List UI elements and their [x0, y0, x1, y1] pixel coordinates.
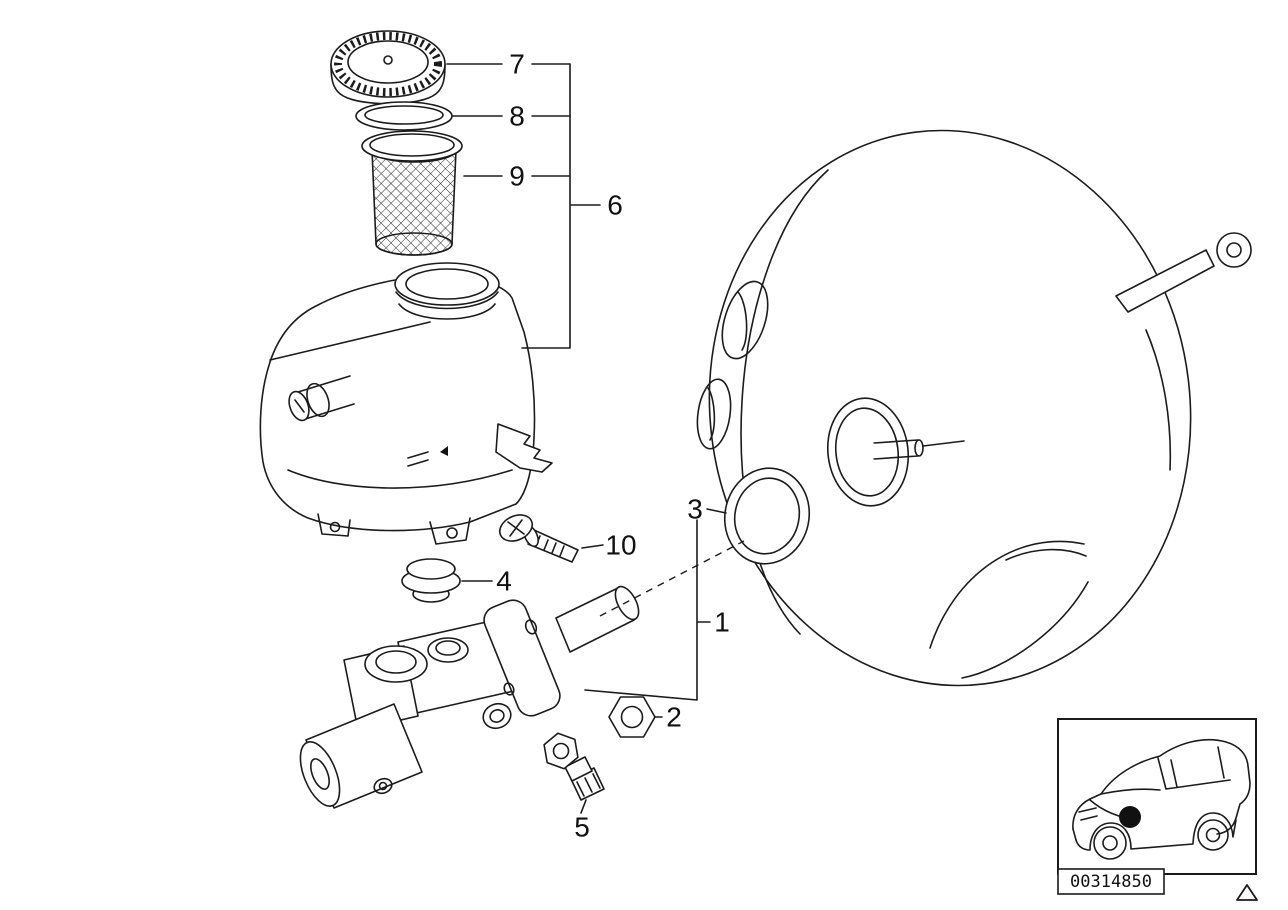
callout-1: 1 — [714, 607, 730, 638]
screw-plug-drawing — [543, 732, 605, 801]
callout-9: 9 — [509, 161, 525, 192]
callout-4: 4 — [496, 566, 512, 597]
callout-10: 10 — [605, 530, 636, 561]
callout-3: 3 — [687, 494, 703, 525]
reservoir-tank-drawing — [259, 262, 553, 545]
booster-push-rod — [1115, 232, 1252, 313]
booster-output-port — [826, 397, 965, 507]
warning-triangle-icon — [1236, 884, 1258, 901]
car-thumbnail — [1057, 718, 1257, 875]
callout-labels: 7 8 9 6 3 10 4 1 2 5 — [496, 49, 730, 843]
o-ring-drawing — [723, 467, 811, 565]
headlight-marker-dot — [1119, 806, 1141, 828]
reservoir-cap-drawing — [330, 30, 446, 105]
callout-5: 5 — [574, 812, 590, 843]
image-code-box: 00314850 — [1057, 868, 1165, 895]
nut-drawing — [608, 696, 656, 738]
callout-6: 6 — [607, 190, 623, 221]
master-cylinder-drawing — [299, 585, 640, 809]
seal-ring-drawing — [355, 101, 453, 131]
brake-booster-drawing — [696, 129, 1192, 687]
callout-7: 7 — [509, 49, 525, 80]
callout-leader-lines — [446, 63, 745, 814]
screw-drawing — [498, 514, 579, 563]
strainer-drawing — [361, 130, 463, 256]
callout-8: 8 — [509, 101, 525, 132]
image-code-text: 00314850 — [1070, 872, 1152, 892]
callout-2: 2 — [666, 702, 682, 733]
grommet-plug-drawing — [401, 558, 461, 603]
